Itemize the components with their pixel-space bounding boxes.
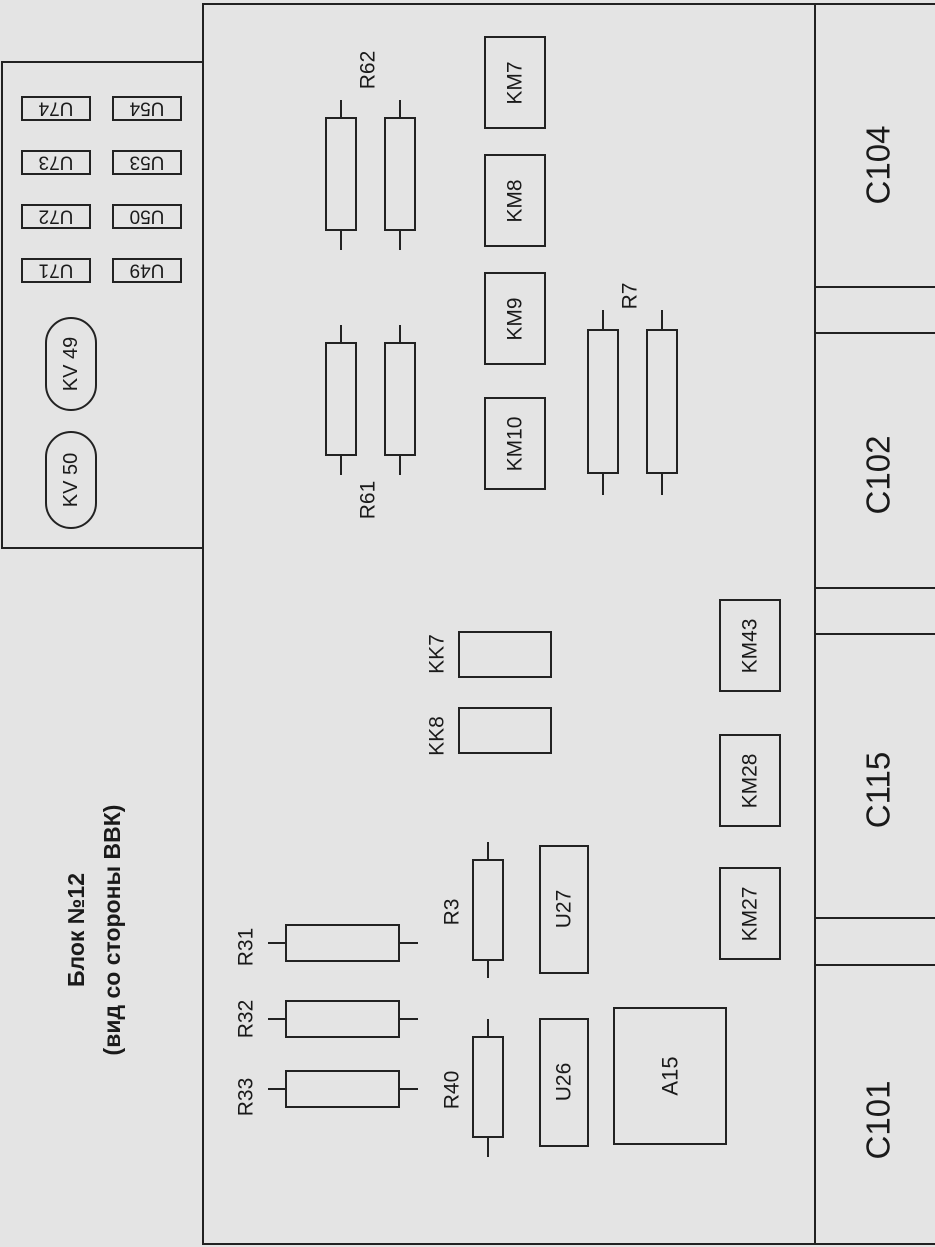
resistor-r31: [285, 924, 400, 962]
contactor-km10-label: KM10: [504, 417, 527, 472]
resistor-r3-label: R3: [441, 899, 464, 926]
connector-strip: [815, 3, 935, 1245]
contactor-km10: [484, 397, 546, 490]
connector-c102: C102: [860, 436, 897, 515]
resistor-r40: [472, 1036, 504, 1138]
resistor-r62-a: [325, 117, 357, 231]
module-u26-label: U26: [553, 1063, 576, 1102]
resistor-r7-a: [587, 329, 619, 474]
module-u71: [21, 258, 91, 283]
resistor-r40-label: R40: [441, 1071, 464, 1110]
resistor-r7-label: R7: [619, 283, 642, 310]
contactor-km28: [719, 734, 781, 827]
resistor-r33-label: R33: [235, 1078, 258, 1117]
module-u73-label: U73: [39, 152, 74, 173]
resistor-r61-b: [384, 342, 416, 456]
thermal-relay-kk7-label: KK7: [426, 634, 449, 674]
module-u50-label: U50: [130, 206, 165, 227]
module-u54-label: U54: [129, 98, 164, 119]
module-u73: [21, 150, 91, 175]
contactor-km9: [484, 272, 546, 365]
module-u72: [21, 204, 91, 229]
resistor-r31-label: R31: [235, 928, 258, 967]
resistor-r32: [285, 1000, 400, 1038]
relay-kv49: [45, 317, 97, 411]
contactor-km7: [484, 36, 546, 129]
resistor-r3: [472, 859, 504, 961]
resistor-r32-label: R32: [235, 1000, 258, 1039]
module-u49-label: U49: [130, 260, 165, 281]
resistor-r61-a: [325, 342, 357, 456]
block-subtitle: (вид со стороны ВВК): [99, 805, 125, 1056]
relay-kv50: [45, 431, 97, 529]
contactor-km43-label: KM43: [739, 619, 762, 674]
side-panel: [1, 61, 204, 549]
contactor-km28-label: KM28: [739, 754, 762, 809]
block-title: Блок №12: [63, 873, 89, 987]
module-u72-label: U72: [39, 206, 74, 227]
relay-kv50-label: KV 50: [60, 453, 82, 507]
module-u27-label: U27: [553, 890, 576, 929]
contactor-km8-label: KM8: [504, 179, 527, 222]
module-u54: [112, 96, 182, 121]
connector-c104: C104: [860, 126, 897, 205]
resistor-r61-label: R61: [357, 481, 380, 520]
module-a15-label: A15: [658, 1056, 683, 1095]
module-u50: [112, 204, 182, 229]
contactor-km9-label: KM9: [504, 297, 527, 340]
contactor-km27-label: KM27: [739, 887, 762, 942]
module-u71-label: U71: [39, 260, 74, 281]
thermal-relay-kk8: [458, 707, 552, 754]
connector-c101: C101: [860, 1081, 897, 1160]
contactor-km7-label: KM7: [504, 61, 527, 104]
connector-c115: C115: [860, 752, 897, 828]
contactor-km27: [719, 867, 781, 960]
contactor-km43: [719, 599, 781, 692]
thermal-relay-kk7: [458, 631, 552, 678]
module-u49: [112, 258, 182, 283]
module-u53: [112, 150, 182, 175]
resistor-r62-b: [384, 117, 416, 231]
module-a15: [613, 1007, 727, 1145]
module-u27: [539, 845, 589, 974]
module-u53-label: U53: [130, 152, 165, 173]
resistor-r62-label: R62: [357, 51, 380, 90]
resistor-r7-b: [646, 329, 678, 474]
module-u74: [21, 96, 91, 121]
contactor-km8: [484, 154, 546, 247]
resistor-r33: [285, 1070, 400, 1108]
main-board: [202, 3, 816, 1245]
relay-kv49-label: KV 49: [60, 337, 82, 391]
thermal-relay-kk8-label: KK8: [426, 716, 449, 756]
module-u26: [539, 1018, 589, 1147]
module-u74-label: U74: [38, 98, 73, 119]
